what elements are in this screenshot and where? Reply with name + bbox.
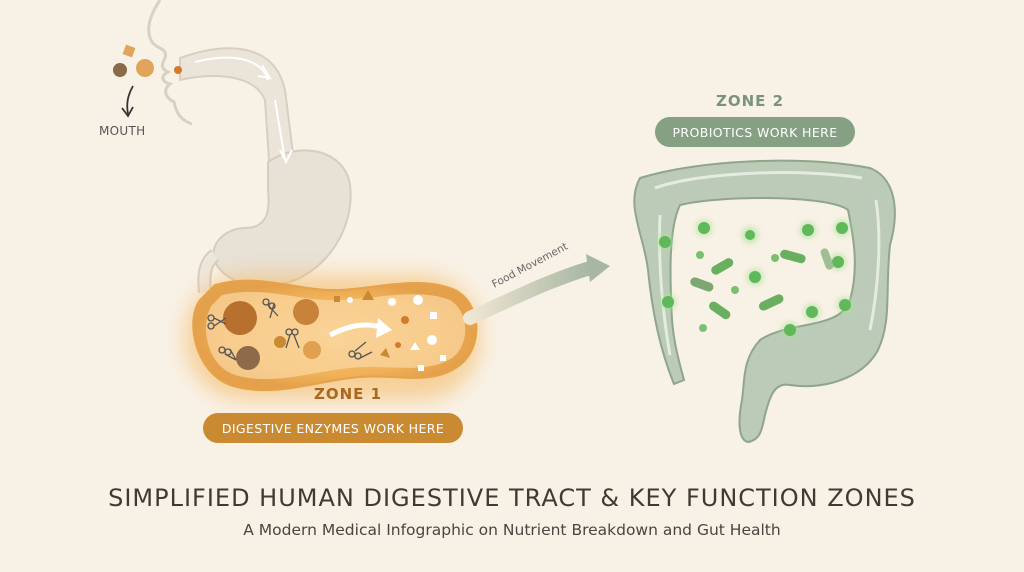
large-intestine [633, 159, 896, 444]
page-title: SIMPLIFIED HUMAN DIGESTIVE TRACT & KEY F… [108, 484, 916, 512]
stomach [212, 149, 352, 287]
zone2-label-pill: PROBIOTICS WORK HERE [655, 117, 855, 147]
nutrient-particles [334, 290, 446, 371]
food-chunk [223, 301, 257, 335]
face-profile [147, 0, 193, 126]
mouth-label: MOUTH [99, 124, 146, 138]
food-particle [136, 59, 154, 77]
food-chunk [274, 336, 286, 348]
mouth-arrow [126, 85, 134, 115]
food-chunk [236, 346, 260, 370]
food-chunk [303, 341, 321, 359]
food-particle [122, 44, 136, 58]
food-particle [113, 63, 127, 77]
zone1-title: ZONE 1 [313, 385, 383, 403]
zone2-title: ZONE 2 [715, 92, 785, 110]
probiotic-bacteria [657, 220, 853, 338]
food-particle [174, 66, 182, 74]
food-chunk [293, 299, 319, 325]
food-movement-arrow [463, 261, 597, 325]
scissors-icon [207, 298, 373, 361]
page-subtitle: A Modern Medical Infographic on Nutrient… [243, 521, 781, 539]
zone1-label-pill: DIGESTIVE ENZYMES WORK HERE [203, 413, 463, 443]
